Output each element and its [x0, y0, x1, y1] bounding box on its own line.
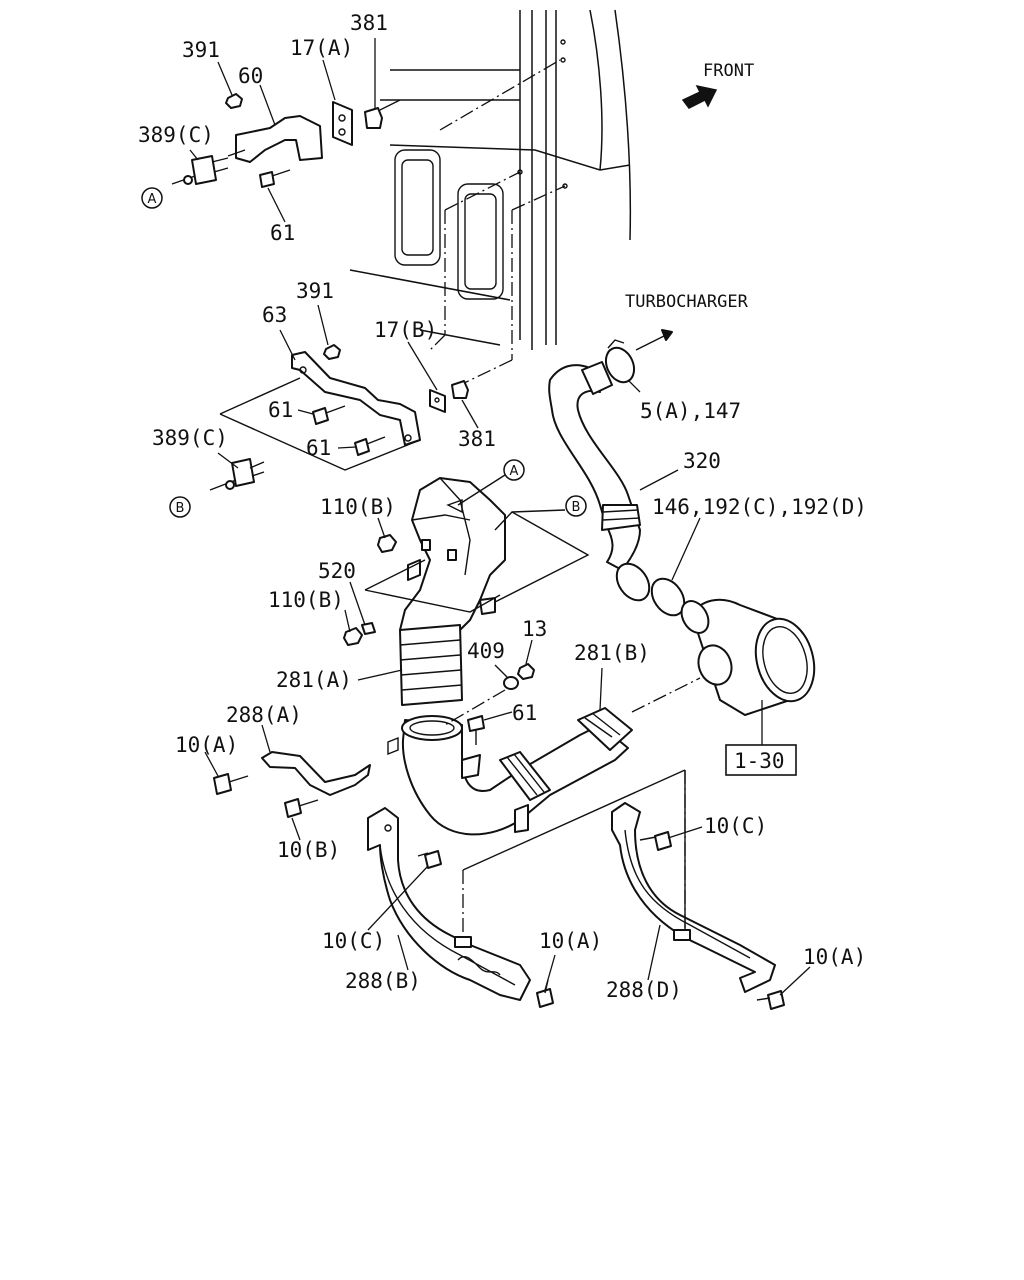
label-520[interactable]: 520: [318, 559, 356, 583]
label-389c-mid[interactable]: 389(C): [152, 426, 228, 450]
bracket-17a: [332, 101, 353, 146]
leader-lines: [189, 38, 811, 996]
circle-marker-b-left[interactable]: B: [169, 496, 191, 518]
circle-marker-a-duct[interactable]: A: [503, 459, 525, 481]
label-10c-left[interactable]: 10(C): [322, 929, 385, 953]
svg-text:A: A: [148, 192, 157, 207]
duct-281b: [387, 707, 633, 836]
bracket-60: [235, 115, 323, 163]
nut-391-mid: [323, 344, 341, 360]
label-61-mid1[interactable]: 61: [268, 398, 293, 422]
bracket-288a: [261, 751, 371, 796]
label-381-mid[interactable]: 381: [458, 427, 496, 451]
middle-bracket-assembly: [209, 344, 469, 491]
label-381-top[interactable]: 381: [350, 11, 388, 35]
t-pipe-1-30: [680, 598, 816, 716]
part-labels: 391 60 17(A) 381 389(C) 61 FRONT TURBOCH…: [138, 11, 867, 1002]
label-320[interactable]: 320: [683, 449, 721, 473]
hose-clamp-5a: [604, 346, 636, 384]
label-10c-right[interactable]: 10(C): [704, 814, 767, 838]
label-281b[interactable]: 281(B): [574, 641, 650, 665]
label-391-mid[interactable]: 391: [296, 279, 334, 303]
mount-389c-mid: [231, 458, 255, 487]
label-5a-147[interactable]: 5(A),147: [640, 399, 741, 423]
svg-text:B: B: [176, 501, 185, 516]
label-389c-top[interactable]: 389(C): [138, 123, 214, 147]
bolt-10c-right: [654, 831, 672, 851]
circle-marker-a-left[interactable]: A: [141, 187, 163, 209]
arrow-right-icon: [661, 329, 673, 341]
nut-110b-top: [377, 534, 397, 553]
label-61-mid2[interactable]: 61: [306, 436, 331, 460]
label-281a[interactable]: 281(A): [276, 668, 352, 692]
nut-13: [517, 663, 535, 680]
top-bracket-assembly: [171, 93, 383, 188]
hose-clamp-146: [650, 577, 686, 617]
grommet-381-mid: [451, 380, 469, 399]
label-146-192[interactable]: 146,192(C),192(D): [652, 495, 867, 519]
hose-320: [548, 339, 686, 617]
bellows-281a: [399, 624, 463, 706]
bolt-61-mid2: [354, 438, 370, 456]
label-409[interactable]: 409: [467, 639, 505, 663]
grommet-381-top: [364, 107, 383, 129]
label-63[interactable]: 63: [262, 303, 287, 327]
bolt-10b: [284, 798, 302, 818]
label-288a[interactable]: 288(A): [226, 703, 302, 727]
label-110b-mid[interactable]: 110(B): [268, 588, 344, 612]
label-17a[interactable]: 17(A): [290, 36, 353, 60]
front-arrow-icon: [681, 84, 718, 109]
bolt-10c-left: [424, 850, 442, 869]
mount-389c-top: [191, 155, 217, 185]
label-288d[interactable]: 288(D): [606, 978, 682, 1002]
washer-409: [503, 676, 519, 690]
nut-391-top: [225, 93, 243, 109]
bracket-63: [291, 351, 421, 446]
bolt-10a-right: [767, 990, 785, 1010]
nut-110b-mid: [343, 627, 363, 646]
label-10b[interactable]: 10(B): [277, 838, 340, 862]
label-turbocharger[interactable]: TURBOCHARGER: [625, 292, 749, 312]
reference-box-1-30[interactable]: [725, 744, 797, 776]
svg-text:B: B: [572, 500, 581, 515]
label-front[interactable]: FRONT: [703, 61, 754, 81]
bracket-17b: [429, 389, 446, 413]
label-110b-top[interactable]: 110(B): [320, 495, 396, 519]
bolt-61-low: [467, 715, 485, 732]
label-10a-left[interactable]: 10(A): [175, 733, 238, 757]
bolt-61-top: [259, 171, 275, 188]
bracket-288d: [611, 802, 776, 993]
intake-duct-281a: [343, 477, 506, 706]
label-10a-right[interactable]: 10(A): [803, 945, 866, 969]
label-391-top[interactable]: 391: [182, 38, 220, 62]
label-288b[interactable]: 288(B): [345, 969, 421, 993]
label-1-30[interactable]: 1-30: [734, 749, 785, 773]
bolt-61-mid1: [312, 407, 329, 425]
label-61-low[interactable]: 61: [512, 701, 537, 725]
label-17b[interactable]: 17(B): [374, 318, 437, 342]
svg-text:A: A: [510, 464, 519, 479]
label-13[interactable]: 13: [522, 617, 547, 641]
label-10a-mid[interactable]: 10(A): [539, 929, 602, 953]
bracket-288b: [367, 807, 531, 1001]
label-61-top[interactable]: 61: [270, 221, 295, 245]
label-60[interactable]: 60: [238, 64, 263, 88]
bolt-10a-left: [213, 773, 232, 795]
circle-marker-b-duct[interactable]: B: [565, 495, 587, 517]
washer-520: [361, 622, 376, 635]
vehicle-body-outline: [349, 9, 632, 386]
